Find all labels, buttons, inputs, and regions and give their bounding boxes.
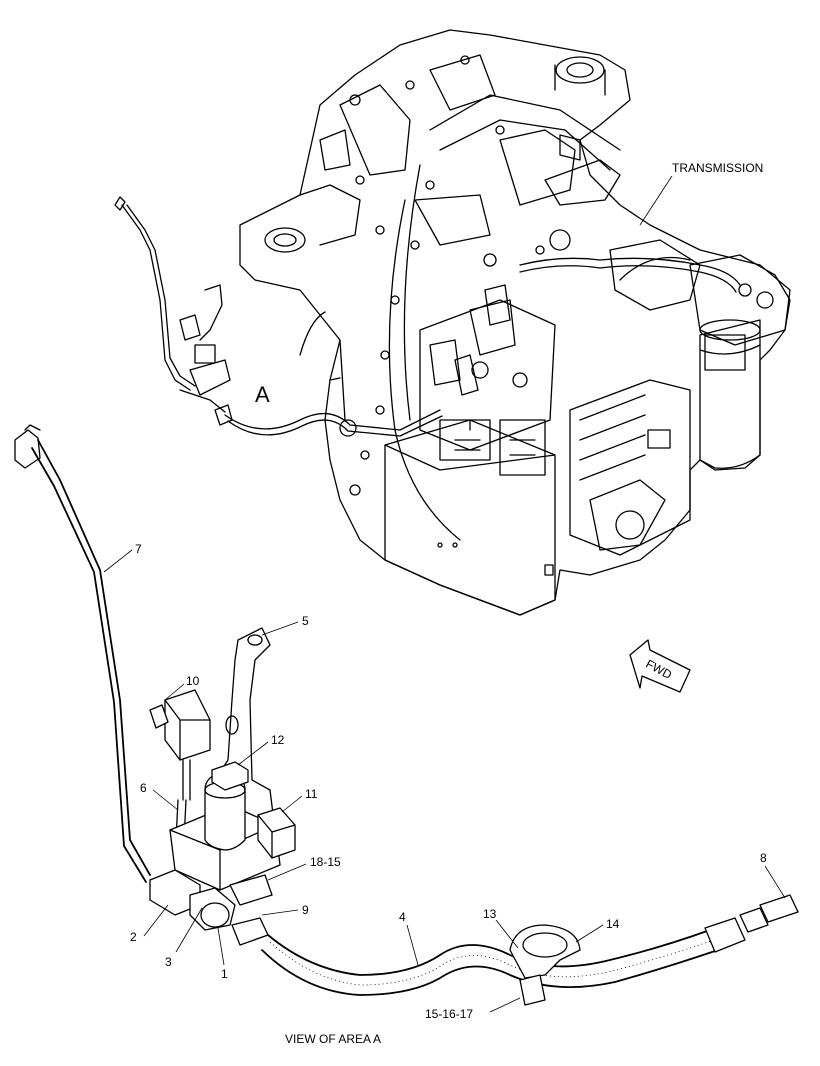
callout-10: 10 [186, 674, 200, 688]
callout-6: 6 [140, 781, 147, 795]
housing-bolts [349, 55, 571, 496]
callout-11: 11 [305, 787, 318, 801]
callout-5: 5 [302, 614, 309, 628]
fittings-cluster [149, 869, 273, 946]
callout-18-15: 18-15 [310, 855, 341, 869]
callouts: 7 5 10 12 11 6 18-15 9 2 3 1 4 13 14 8 1… [103, 542, 786, 1021]
callout-13: 13 [483, 907, 497, 921]
view-caption: VIEW OF AREA A [285, 1032, 381, 1046]
solenoid-10 [149, 689, 211, 801]
callout-3: 3 [165, 955, 172, 969]
callout-4: 4 [399, 910, 406, 924]
callout-14: 14 [606, 917, 620, 931]
valve-body [169, 761, 281, 891]
callout-1: 1 [221, 967, 228, 981]
callout-9: 9 [302, 903, 309, 917]
hose-4 [261, 894, 799, 996]
detail-view-area-a [14, 424, 799, 1006]
transmission-assembly [239, 29, 791, 616]
transmission-leader [639, 175, 673, 226]
callout-2: 2 [130, 930, 137, 944]
fwd-arrow: FWD [629, 639, 691, 693]
callout-15-16-17: 15-16-17 [425, 1007, 473, 1021]
clip-13-14 [509, 924, 581, 1006]
callout-8: 8 [760, 851, 767, 865]
tube-7 [14, 424, 151, 883]
callout-7: 7 [135, 542, 142, 556]
view-marker-a: A [255, 382, 270, 407]
solenoid-11 [257, 807, 296, 859]
callout-12: 12 [271, 733, 285, 747]
transmission-label: TRANSMISSION [672, 161, 763, 175]
area-a-upper-assembly [114, 196, 443, 437]
